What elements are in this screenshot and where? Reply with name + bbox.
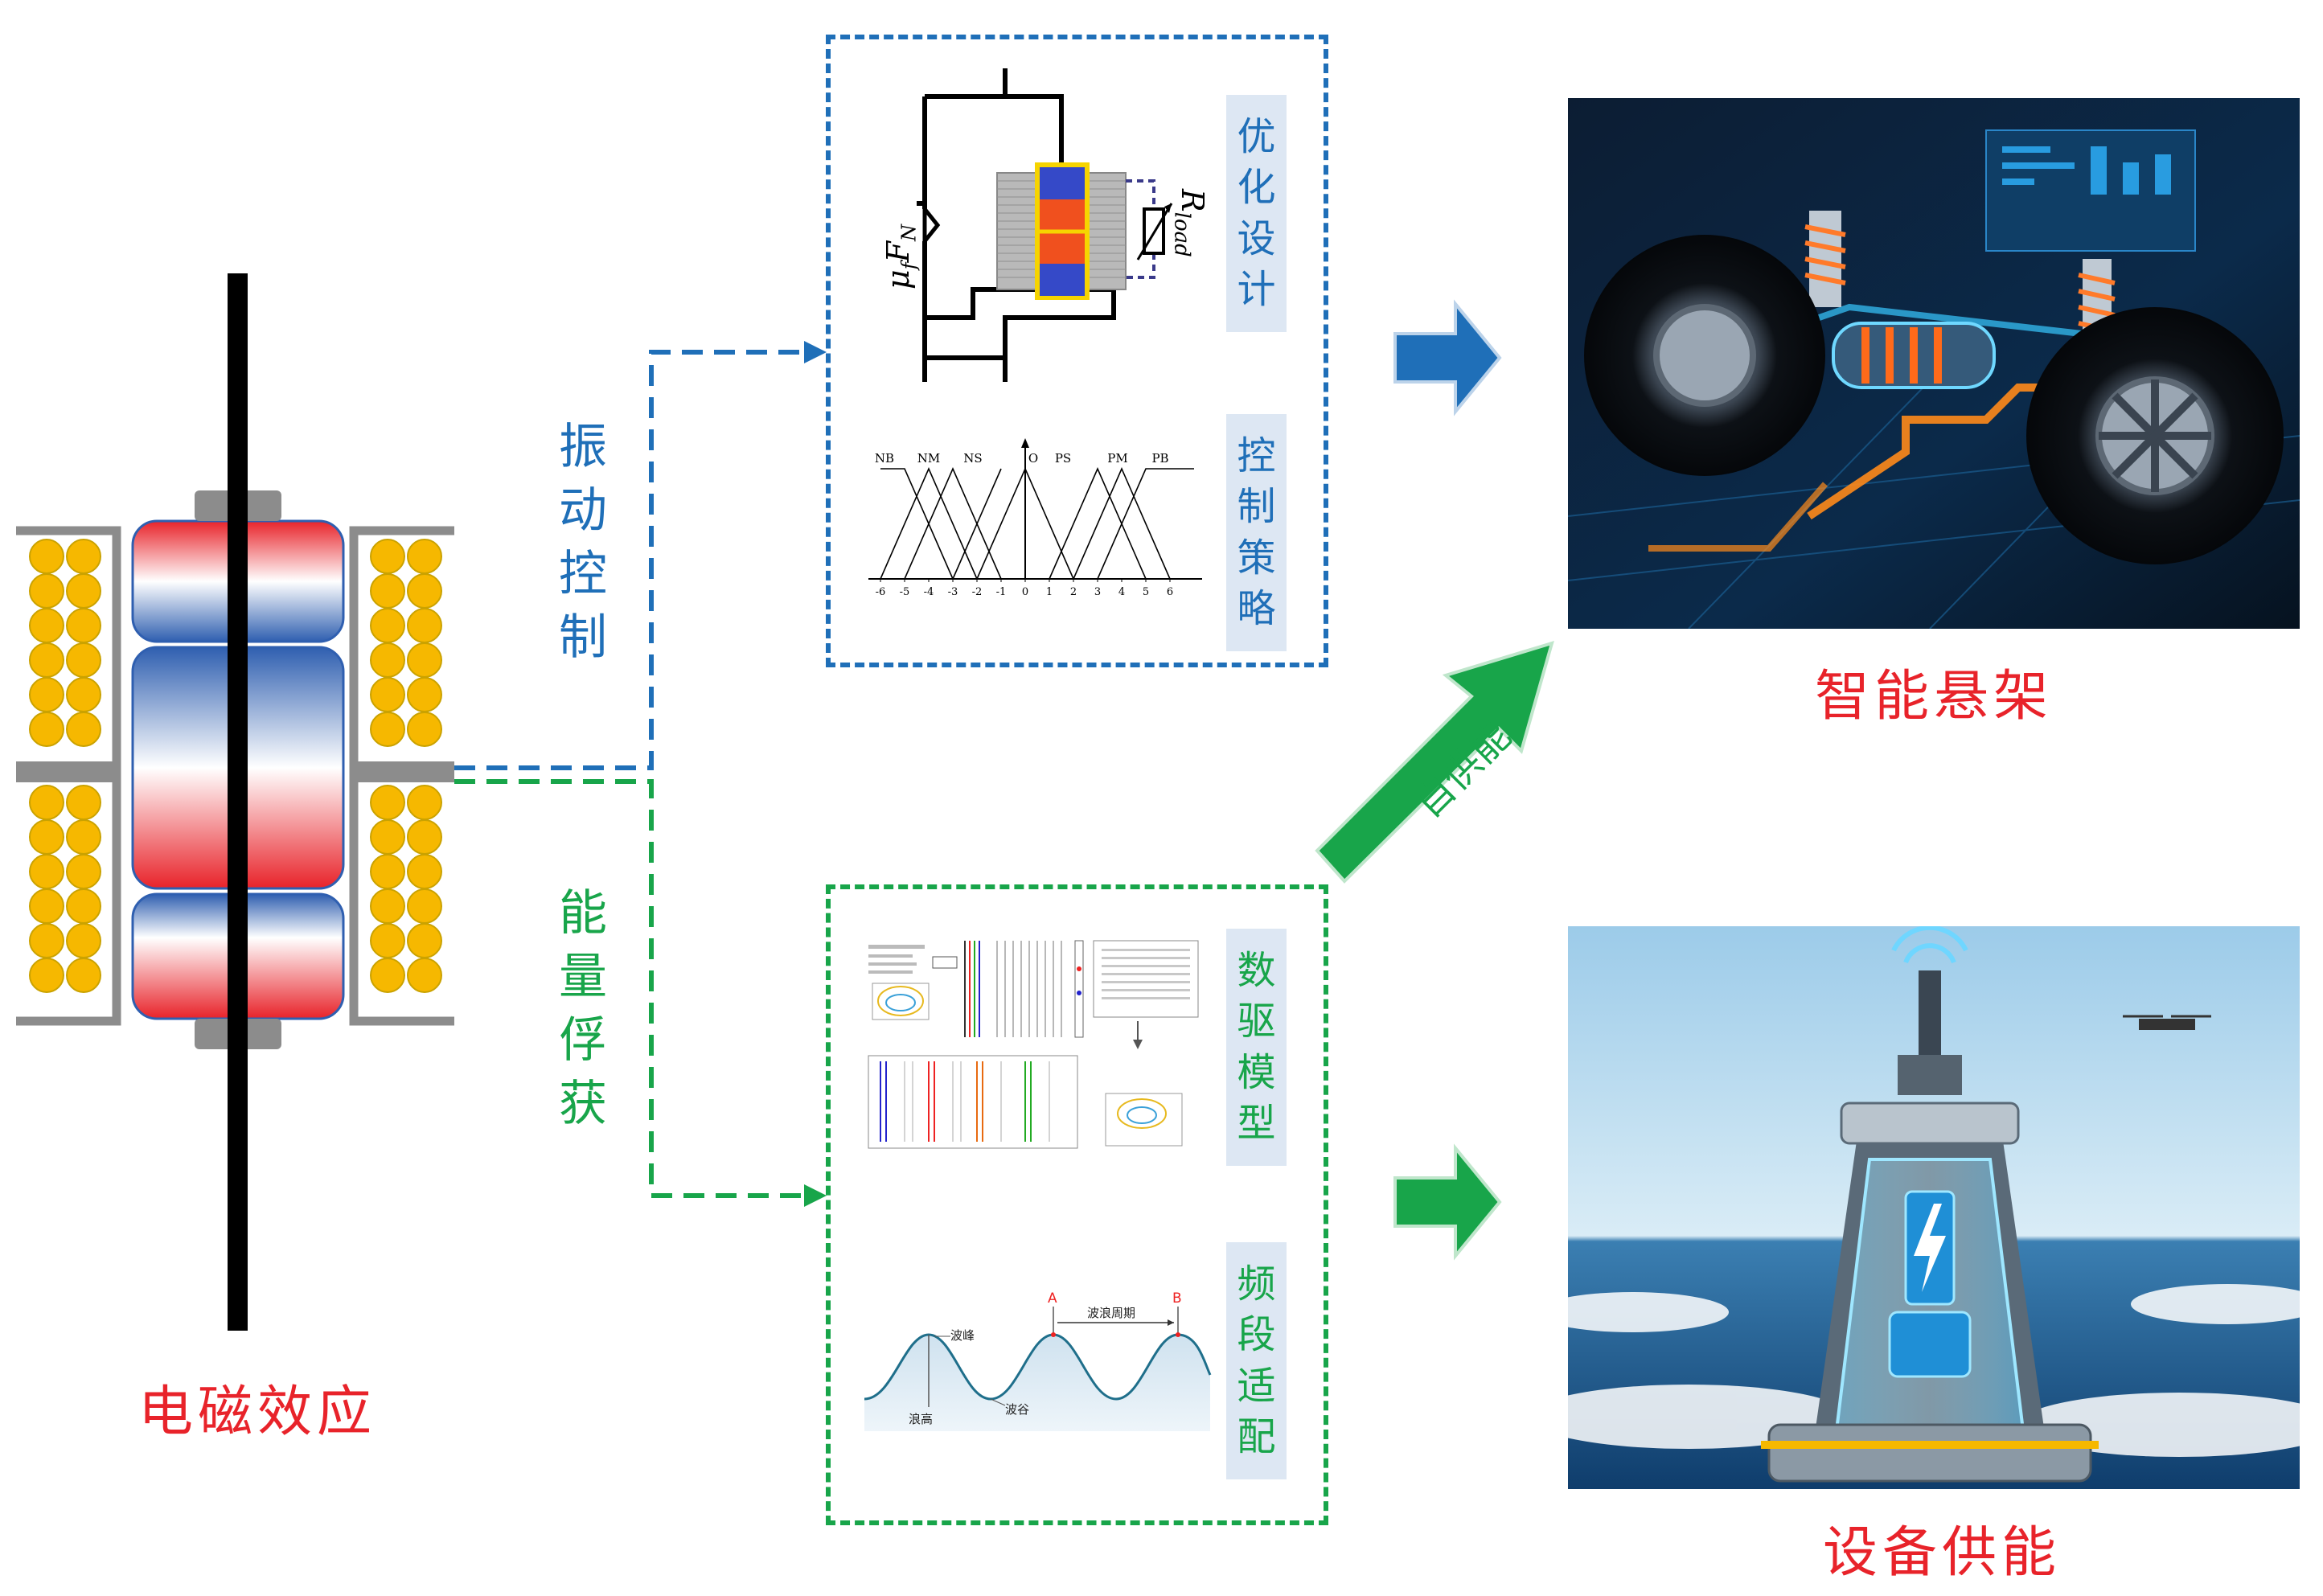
- fuzzy-set-nm: NM: [917, 451, 940, 466]
- resistor-symbol: R: [1175, 189, 1210, 212]
- fuzzy-axis-tick: 2: [1070, 586, 1077, 598]
- fuzzy-set-pm: PM: [1107, 451, 1127, 466]
- wave-point-b: B: [1172, 1290, 1182, 1307]
- control-strategy-label: 控 制 策 略: [1226, 414, 1287, 651]
- fuzzy-axis-tick: -5: [900, 586, 910, 598]
- fuzzy-axis-tick: 0: [1022, 586, 1028, 598]
- energy-char-4: 获: [559, 1076, 607, 1133]
- energy-char-1: 能: [559, 884, 607, 942]
- resistor-sub: load: [1169, 211, 1194, 257]
- fuzzy-set-pb: PB: [1151, 451, 1168, 466]
- vibration-control-label: 振 动 控 制: [547, 406, 619, 679]
- model-char-3: 模: [1237, 1049, 1276, 1095]
- fuzzy-membership-plot: NB NM NS O PS PM PB -6 -5 -4 -3 -2 -1 0 1 2 3 4 5 6: [868, 438, 1202, 598]
- electromagnetic-device: [0, 257, 482, 1367]
- force-sub: N: [897, 224, 921, 242]
- band-char-1: 频: [1237, 1261, 1276, 1307]
- force-symbol: F: [880, 241, 916, 263]
- vibration-char-3: 控: [559, 546, 607, 602]
- load-resistor-label: Rload: [1169, 189, 1218, 257]
- design-char-2: 化: [1237, 165, 1276, 211]
- wave-point-a: A: [1048, 1290, 1057, 1307]
- fuzzy-axis-tick: -6: [876, 586, 886, 598]
- equipment-power-caption: 设备供能: [1822, 1521, 2061, 1585]
- strategy-char-1: 控: [1237, 433, 1276, 478]
- wave-peak-label: 波峰: [950, 1328, 975, 1343]
- model-char-1: 数: [1237, 947, 1276, 993]
- wave-figure: 波峰 波谷 浪高 波浪周期 A B: [864, 1290, 1212, 1431]
- fuzzy-set-ns: NS: [963, 451, 982, 466]
- strategy-char-4: 略: [1237, 585, 1276, 631]
- band-char-2: 段: [1237, 1312, 1276, 1358]
- fuzzy-axis-tick: 6: [1167, 586, 1173, 598]
- branch-connectors: [454, 341, 827, 1207]
- data-driven-model-label: 数 驱 模 型: [1226, 929, 1287, 1166]
- optimal-design-label: 优 化 设 计: [1226, 95, 1287, 332]
- vibration-control-panel: [826, 35, 1328, 667]
- smart-suspension-image: [1568, 98, 2300, 629]
- fuzzy-axis-tick: 4: [1118, 586, 1125, 598]
- energy-char-3: 俘: [559, 1012, 607, 1069]
- self-power-arrow: [1315, 641, 1554, 884]
- equipment-power-image: [1568, 926, 2300, 1489]
- wave-period-label: 波浪周期: [1087, 1306, 1135, 1320]
- wave-height-label: 浪高: [909, 1412, 933, 1426]
- vibration-char-1: 振: [559, 418, 607, 475]
- strategy-char-3: 策: [1237, 535, 1276, 581]
- mu-symbol: μ: [880, 269, 916, 289]
- device-caption: 电磁效应: [137, 1381, 376, 1444]
- fuzzy-axis-tick: -3: [948, 586, 958, 598]
- blue-right-arrow: [1393, 299, 1502, 416]
- vibration-char-2: 动: [559, 482, 607, 539]
- fuzzy-set-nb: NB: [875, 451, 894, 466]
- fuzzy-axis-tick: 3: [1094, 586, 1101, 598]
- fuzzy-set-o: O: [1028, 451, 1038, 466]
- design-char-1: 优: [1237, 113, 1276, 159]
- model-char-2: 驱: [1237, 999, 1276, 1044]
- model-char-4: 型: [1237, 1100, 1276, 1146]
- band-adaptation-label: 频 段 适 配: [1226, 1242, 1287, 1479]
- smart-suspension-caption: 智能悬架: [1814, 665, 2053, 728]
- vibration-char-4: 制: [559, 609, 607, 667]
- fuzzy-axis-tick: -2: [972, 586, 983, 598]
- fuzzy-axis-tick: 5: [1143, 586, 1149, 598]
- design-char-4: 计: [1237, 266, 1276, 312]
- device-drawing: [16, 273, 454, 1331]
- circuit-diagram: [917, 68, 1173, 382]
- fuzzy-axis-tick: 1: [1046, 586, 1053, 598]
- fuzzy-axis-tick: -4: [924, 586, 934, 598]
- band-char-3: 适: [1237, 1363, 1276, 1409]
- energy-harvest-panel: [826, 884, 1328, 1525]
- green-right-arrow: [1393, 1143, 1502, 1261]
- strategy-char-2: 制: [1237, 484, 1276, 530]
- energy-char-2: 量: [559, 948, 607, 1005]
- mu-sub: f: [897, 262, 921, 270]
- friction-force-label: μfFN: [872, 224, 921, 289]
- fuzzy-set-ps: PS: [1055, 451, 1071, 466]
- fuzzy-axis-tick: -1: [996, 586, 1007, 598]
- energy-harvest-label: 能 量 俘 获: [547, 872, 619, 1146]
- data-driven-model-figure: [864, 937, 1202, 1158]
- design-char-3: 设: [1237, 215, 1276, 261]
- wave-trough-label: 波谷: [1005, 1402, 1029, 1417]
- band-char-4: 配: [1237, 1413, 1276, 1459]
